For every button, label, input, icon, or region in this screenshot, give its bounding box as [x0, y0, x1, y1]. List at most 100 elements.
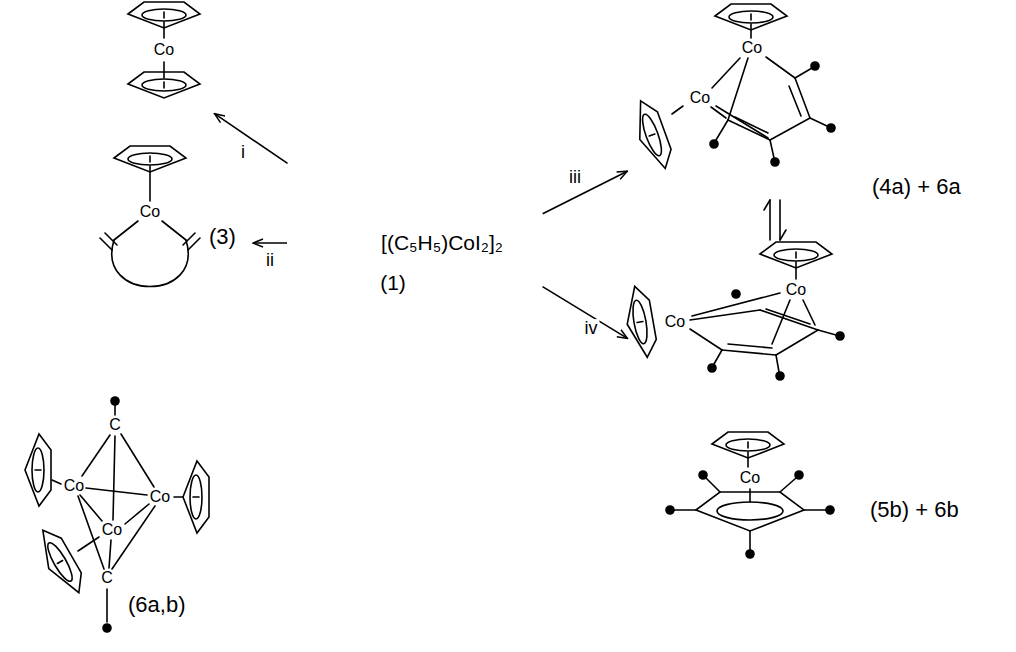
equilibrium-arrows — [764, 200, 786, 240]
bond — [82, 435, 110, 476]
bond — [712, 58, 740, 88]
equilibrium-arrows — [779, 200, 781, 240]
bond — [750, 24, 752, 38]
bond — [772, 300, 790, 344]
bond — [716, 120, 728, 140]
methyl-dot — [746, 550, 754, 558]
bond — [672, 24, 827, 158]
bond — [711, 107, 726, 118]
equilibrium-arrows — [764, 200, 770, 210]
equilibrium-arrows — [769, 200, 771, 240]
bond — [672, 106, 683, 114]
compound-number: (5b) + 6b — [870, 498, 959, 522]
bond — [106, 589, 108, 622]
atom-label: C — [101, 569, 113, 587]
bond — [690, 262, 836, 372]
methyl-dot — [771, 158, 779, 166]
bond — [747, 452, 749, 467]
atom-label: Co — [150, 488, 170, 506]
cp-ring — [128, 2, 200, 98]
bond — [716, 106, 768, 138]
reaction-arrow — [253, 242, 287, 244]
bond — [706, 478, 720, 492]
bond — [789, 86, 801, 116]
bond — [810, 118, 827, 126]
compound-number: (4a) + 6a — [872, 175, 961, 199]
reagent-numeral: i — [239, 143, 247, 163]
bond — [722, 350, 776, 355]
reagent-numeral: ii — [264, 251, 276, 271]
compound-number: (6a,b) — [128, 593, 185, 617]
methyl-dot — [699, 471, 707, 479]
bond — [795, 262, 797, 279]
bond — [674, 509, 696, 511]
bond — [86, 488, 147, 495]
atom-label: Co — [742, 39, 762, 57]
bond — [114, 405, 116, 415]
bond — [780, 478, 796, 492]
compound: Co — [115, 0, 215, 112]
bond — [113, 436, 115, 520]
bond — [766, 309, 810, 324]
structures — [25, 2, 844, 632]
bond — [78, 496, 104, 569]
cp-ring — [621, 284, 659, 359]
atom-label: Co — [140, 203, 160, 221]
bond — [674, 452, 826, 550]
compound: CoCoCoCo(4a) + 6a — [630, 0, 1010, 380]
bond — [766, 57, 795, 78]
bond — [100, 166, 200, 250]
atom-label: [(C₅H₅)CoI₂]₂ — [381, 231, 503, 254]
methyl-dot — [827, 124, 835, 132]
bond — [174, 496, 183, 498]
cp-ring — [627, 97, 676, 174]
bond — [795, 78, 810, 118]
methyl-dot — [103, 624, 111, 632]
methyl-dot — [710, 140, 718, 148]
compound: Co(3) — [90, 140, 250, 300]
bond — [776, 355, 779, 372]
bond — [80, 495, 102, 521]
methyl-dot — [708, 290, 844, 380]
bond — [728, 344, 772, 348]
reaction-arrow — [543, 287, 628, 339]
bond — [776, 330, 818, 355]
cp-ring — [627, 4, 787, 173]
methyl-dot — [111, 397, 119, 405]
reagent-numeral: iv — [583, 319, 600, 339]
methyl-dot — [826, 506, 834, 514]
atom-label: Co — [665, 313, 685, 331]
methyl-dot — [836, 332, 844, 340]
atom-label: Co — [102, 521, 122, 539]
methyl-dot — [710, 62, 835, 166]
bond — [105, 233, 117, 245]
atom-label: (1) — [380, 271, 406, 294]
bond — [149, 166, 151, 201]
compound: Co (5b) + 6b — [630, 330, 1010, 580]
bond — [183, 233, 195, 245]
reaction-arrow — [543, 171, 628, 213]
bond — [78, 537, 99, 551]
cp-ring — [696, 432, 804, 531]
reaction-arrow — [214, 114, 287, 164]
compound: [(C₅H₅)CoI₂]₂ (1) — [290, 160, 540, 300]
methyl-dot — [666, 506, 674, 514]
diene-loop — [112, 240, 188, 287]
methyl-dot — [795, 471, 803, 479]
atom-label: Co — [740, 469, 760, 487]
atom-label: Co — [154, 41, 174, 59]
bond — [770, 140, 774, 158]
bond — [818, 330, 836, 335]
bond — [803, 300, 815, 325]
bond — [749, 489, 751, 502]
cp-ring — [621, 242, 832, 360]
bond — [162, 221, 186, 240]
methyl-dot — [776, 372, 784, 380]
bond — [690, 310, 760, 320]
bond — [109, 540, 111, 568]
cp-ring — [183, 461, 209, 533]
bond — [52, 405, 183, 622]
